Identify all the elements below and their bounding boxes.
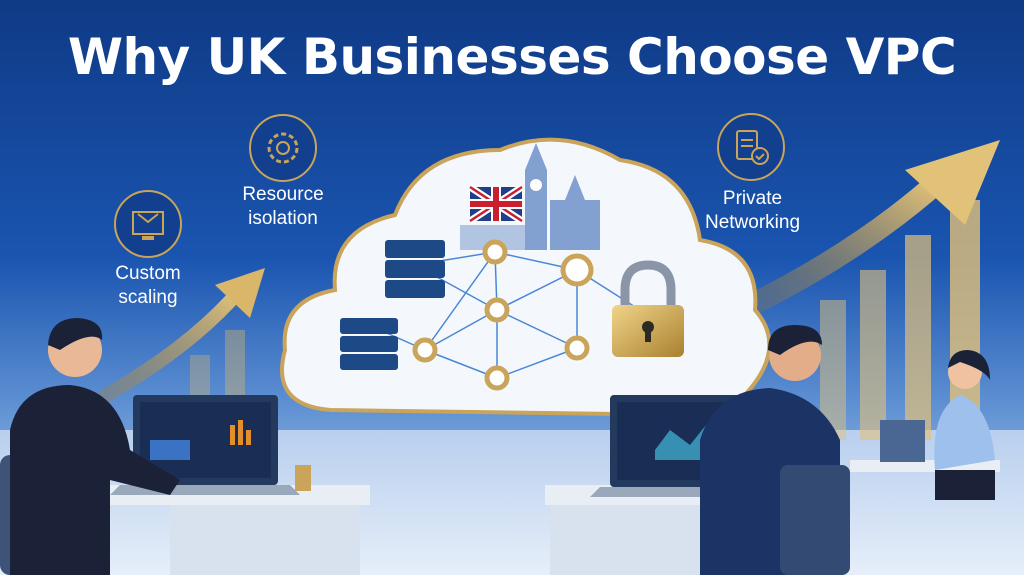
laptop-left: [110, 395, 300, 495]
page-title: Why UK Businesses Choose VPC: [67, 28, 957, 86]
network-diagram: [379, 251, 641, 379]
feature-label-line2: scaling: [118, 287, 178, 308]
gear-icon: [249, 114, 317, 182]
feature-label-line2: Networking: [704, 212, 801, 233]
feature-label-line1: Custom: [115, 263, 181, 284]
feature-custom-scaling: Custom scaling: [98, 262, 198, 310]
feature-label-line1: Resource: [242, 184, 324, 205]
network-nodes: [412, 239, 594, 391]
person-right: [700, 325, 850, 575]
feature-label-line2: isolation: [248, 208, 318, 229]
padlock-icon: [612, 260, 684, 357]
person-woman: [880, 350, 995, 500]
server-stack-icon: [340, 240, 445, 370]
feature-private-networking: Private Networking: [690, 187, 815, 235]
person-left: [0, 318, 180, 575]
monitor-scaling-icon: [114, 190, 182, 258]
feature-resource-isolation: Resource isolation: [223, 183, 343, 231]
uk-flag-icon: [468, 184, 524, 224]
document-check-icon: [717, 113, 785, 181]
feature-label-line1: Private: [722, 188, 783, 209]
